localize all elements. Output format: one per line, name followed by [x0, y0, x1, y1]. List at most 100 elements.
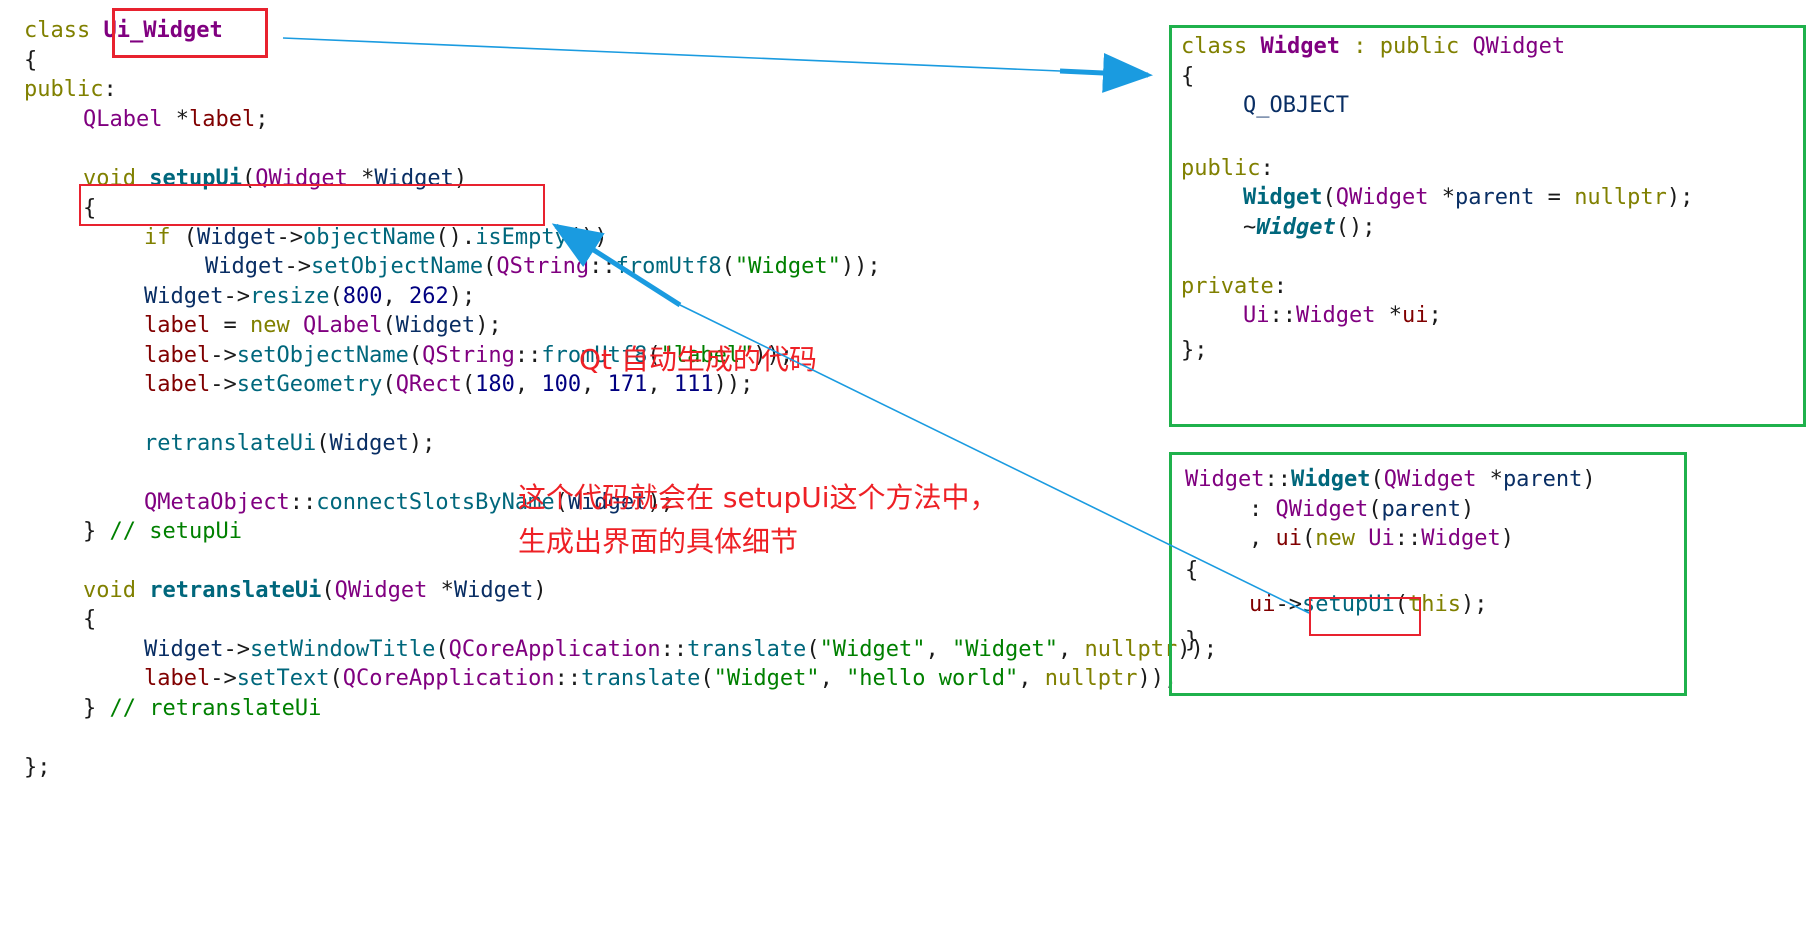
code-line: QLabel *label;: [83, 103, 268, 137]
code-token: Widget: [144, 637, 224, 662]
code-token: nullptr: [1574, 185, 1667, 210]
code-token: (: [461, 372, 476, 397]
code-token: QWidget: [255, 166, 348, 191]
code-line: Widget::Widget(QWidget *parent): [1185, 463, 1596, 497]
code-token: resize: [249, 284, 330, 309]
code-token: );: [1666, 185, 1694, 210]
code-token: objectName: [302, 225, 436, 250]
code-line: {: [24, 44, 37, 78]
code-token: 800: [342, 284, 383, 309]
code-token: (: [1322, 185, 1336, 210]
widget-constructor-box: [1169, 452, 1687, 696]
code-token: Widget: [1421, 526, 1501, 551]
code-token: QCoreApplication: [448, 637, 661, 662]
code-token: =: [210, 313, 250, 338]
code-token: ui: [1401, 303, 1429, 328]
code-token: Widget: [1243, 185, 1323, 210]
code-token: (: [1370, 467, 1384, 492]
code-token: Widget: [395, 313, 476, 338]
code-token: new: [1315, 526, 1369, 551]
code-token: :: [1249, 497, 1276, 522]
code-token: QLabel: [83, 107, 163, 132]
code-token: {: [1181, 64, 1195, 89]
code-token: Widget: [1256, 215, 1336, 240]
code-token: );: [448, 284, 476, 309]
code-token: QMetaObject: [144, 490, 290, 515]
code-line: };: [24, 751, 51, 785]
code-token: Ui: [1243, 303, 1270, 328]
code-token: QWidget: [1275, 497, 1369, 522]
code-line: QMetaObject::connectSlotsByName(Widget);: [144, 486, 674, 520]
retranslateui-declaration: retranslateUi: [149, 578, 322, 603]
code-token: label: [144, 313, 211, 338]
code-token: (: [408, 343, 423, 368]
code-token: );: [408, 431, 436, 456]
code-token: ,: [647, 372, 674, 397]
code-token: ->: [1275, 592, 1303, 617]
code-token: 262: [408, 284, 449, 309]
code-token: );: [647, 490, 674, 515]
code-token: {: [83, 196, 97, 221]
code-token: );: [1460, 592, 1488, 617]
code-token: {: [24, 48, 38, 73]
code-token: ->: [210, 343, 237, 368]
code-line: {: [1181, 60, 1194, 94]
code-token: Widget: [567, 490, 648, 515]
code-token: (: [382, 313, 396, 338]
code-token: ));: [753, 343, 794, 368]
code-token: QString: [422, 343, 515, 368]
code-token: ::: [1264, 467, 1291, 492]
code-token: label: [144, 343, 211, 368]
code-token: ));: [840, 254, 881, 279]
code-line: class Ui_Widget: [24, 14, 223, 48]
code-token: ->: [276, 225, 303, 250]
code-token: ,: [1018, 666, 1045, 691]
code-token: ~: [1243, 215, 1257, 240]
code-token: ui: [1249, 592, 1276, 617]
code-line: ~Widget();: [1243, 211, 1375, 245]
code-token: ->: [223, 637, 250, 662]
code-line: }: [1185, 624, 1198, 658]
annotation-auto-generated: Qt 自动生成的代码: [579, 343, 817, 376]
ui-widget-to-widget-arrow-thin: [282, 37, 1061, 72]
code-token: label: [144, 666, 211, 691]
setupui-call-to-declaration-arrow-thin: [679, 304, 1310, 614]
widget-header-code: class Widget : public QWidget { Q_OBJECT…: [1181, 30, 1693, 370]
setupui-declaration-highlight-box: [79, 184, 545, 226]
code-line: } // setupUi: [83, 515, 242, 549]
setupui-call-highlight-box: [1309, 597, 1421, 636]
code-token: QWidget: [1472, 34, 1566, 59]
code-token: (: [170, 225, 197, 250]
code-token: ,: [925, 637, 953, 662]
code-token: "hello world": [846, 666, 1019, 691]
code-token: {: [1185, 558, 1199, 583]
ui-widget-class-code: class Ui_Widget { public: QLabel *label;…: [24, 14, 1217, 932]
code-token: label: [144, 372, 211, 397]
code-token: Widget: [197, 225, 277, 250]
code-token: *: [427, 578, 454, 603]
code-token: public: [1379, 34, 1473, 59]
code-line: {: [83, 192, 96, 226]
code-token: "Widget": [734, 254, 841, 279]
code-token: 171: [607, 372, 648, 397]
code-token: :: [103, 77, 117, 102]
code-token: ;: [255, 107, 269, 132]
code-token: ui: [1275, 526, 1303, 551]
code-line: public:: [1181, 152, 1274, 186]
widget-constructor-code: Widget::Widget(QWidget *parent) : QWidge…: [1185, 463, 1596, 701]
code-token: *: [1428, 185, 1455, 210]
code-token: public: [1181, 156, 1261, 181]
annotation-explain-line2: 生成出界面的具体细节: [518, 525, 799, 558]
code-line: Widget->resize(800, 262);: [144, 280, 475, 314]
code-token: setGeometry: [236, 372, 383, 397]
code-token: "Widget": [952, 637, 1058, 662]
code-token: retranslateUi: [144, 431, 317, 456]
code-token: ::: [514, 343, 542, 368]
code-token: Widget: [453, 578, 534, 603]
code-comment: // setupUi: [109, 519, 242, 544]
code-token: connectSlotsByName: [316, 490, 555, 515]
code-line: Q_OBJECT: [1243, 89, 1349, 123]
code-token: ,: [581, 372, 608, 397]
code-token: (: [329, 666, 343, 691]
code-token: nullptr: [1044, 666, 1138, 691]
